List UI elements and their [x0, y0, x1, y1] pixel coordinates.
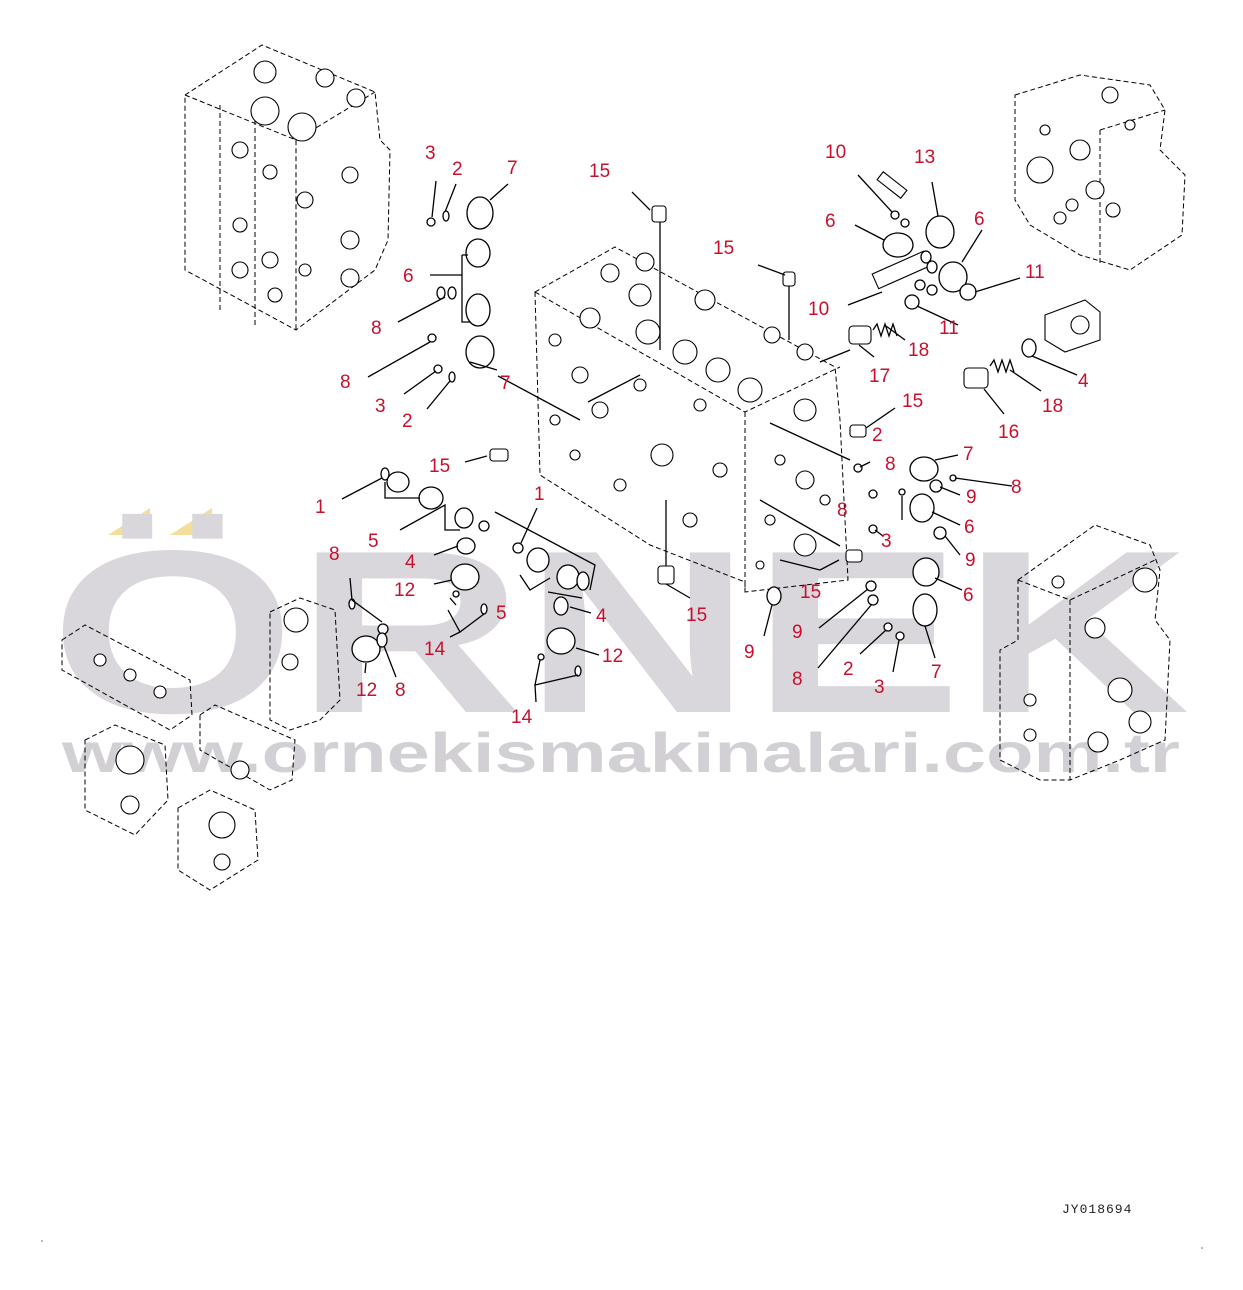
ref-view-bottom-left [61, 597, 341, 891]
callout-label: 8 [329, 544, 340, 565]
callout-label: 2 [402, 411, 413, 432]
leader-lines [341, 174, 1078, 703]
callout-label: 6 [974, 209, 985, 230]
watermark-accent-right [170, 508, 212, 535]
callout-label: 15 [713, 238, 734, 259]
callout-label: 18 [908, 340, 929, 361]
callout-label: 15 [589, 161, 610, 182]
callout-label: 10 [808, 299, 829, 320]
spring-18-lower [989, 357, 1015, 375]
callout-label: 6 [403, 266, 414, 287]
plug-15-bottom [657, 565, 675, 585]
callout-label: 2 [843, 659, 854, 680]
watermark-brand: ÖRNEK [50, 503, 1190, 762]
plug-15-left [489, 448, 509, 462]
callout-label: 4 [405, 552, 416, 573]
callout-label: 9 [966, 487, 977, 508]
plug-15-right [849, 424, 867, 438]
callout-label: 6 [963, 585, 974, 606]
callout-label: 8 [885, 454, 896, 475]
ref-view-top-right [1014, 74, 1186, 271]
callout-label: 8 [395, 680, 406, 701]
callout-label: 8 [340, 372, 351, 393]
sleeve-17 [848, 325, 872, 345]
watermark-url: www.ornekismakinalari.com.tr [61, 721, 1180, 784]
callout-label: 11 [939, 318, 959, 339]
callout-label: 17 [869, 366, 890, 387]
corner-marks [41, 1240, 1203, 1249]
callout-label: 7 [500, 373, 511, 394]
callout-label: 1 [315, 497, 326, 518]
fittings [489, 171, 1101, 585]
callout-label: 11 [1025, 262, 1045, 283]
callout-label: 8 [371, 318, 382, 339]
callout-label: 8 [792, 669, 803, 690]
callout-label: 12 [356, 680, 377, 701]
callout-label: 7 [931, 662, 942, 683]
callout-label: 7 [507, 158, 518, 179]
callout-label: 9 [965, 550, 976, 571]
callout-label: 15 [429, 456, 450, 477]
spool-10-upper [876, 171, 908, 199]
drawing-code: JY018694 [1062, 1202, 1133, 1217]
callout-label: 5 [368, 531, 379, 552]
callout-label: 8 [837, 500, 848, 521]
watermark: ÖRNEK www.ornekismakinalari.com.tr [50, 503, 1190, 784]
callout-label: 9 [744, 642, 755, 663]
callout-label: 15 [686, 605, 707, 626]
o-rings [348, 196, 1037, 677]
sleeve-16 [963, 367, 989, 389]
ref-view-top-left [184, 44, 391, 331]
callout-label: 2 [452, 159, 463, 180]
callout-label: 6 [825, 211, 836, 232]
ref-view-bottom-right [999, 524, 1171, 781]
callout-label: 14 [511, 707, 533, 728]
callout-label: 15 [800, 582, 821, 603]
callout-label: 5 [496, 603, 507, 624]
callout-label: 18 [1042, 396, 1063, 417]
callout-label: 16 [998, 422, 1019, 443]
callout-label: 15 [902, 391, 923, 412]
callout-label: 2 [872, 425, 883, 446]
callout-label: 4 [596, 606, 607, 627]
callouts: 3 2 7 6 8 8 7 3 2 15 15 10 13 6 6 11 10 … [315, 142, 1089, 728]
callout-label: 7 [963, 444, 974, 465]
callout-label: 3 [425, 143, 436, 164]
callout-label: 10 [825, 142, 846, 163]
callout-label: 12 [394, 580, 415, 601]
callout-label: 1 [534, 484, 545, 505]
plug-15-right-lower [845, 549, 863, 563]
callout-label: 13 [914, 147, 935, 168]
callout-label: 3 [874, 677, 885, 698]
callout-label: 12 [602, 646, 623, 667]
watermark-accent-left [108, 508, 150, 535]
callout-label: 9 [792, 622, 803, 643]
callout-label: 14 [424, 639, 446, 660]
plug-15-top [651, 205, 667, 223]
callout-label: 4 [1078, 371, 1089, 392]
spring-18-upper [872, 321, 898, 339]
plug-15-top-right [782, 271, 796, 287]
callout-label: 3 [375, 396, 386, 417]
main-valve-body [534, 246, 849, 593]
callout-label: 8 [1011, 477, 1022, 498]
callout-label: 3 [881, 531, 892, 552]
callout-label: 6 [964, 517, 975, 538]
